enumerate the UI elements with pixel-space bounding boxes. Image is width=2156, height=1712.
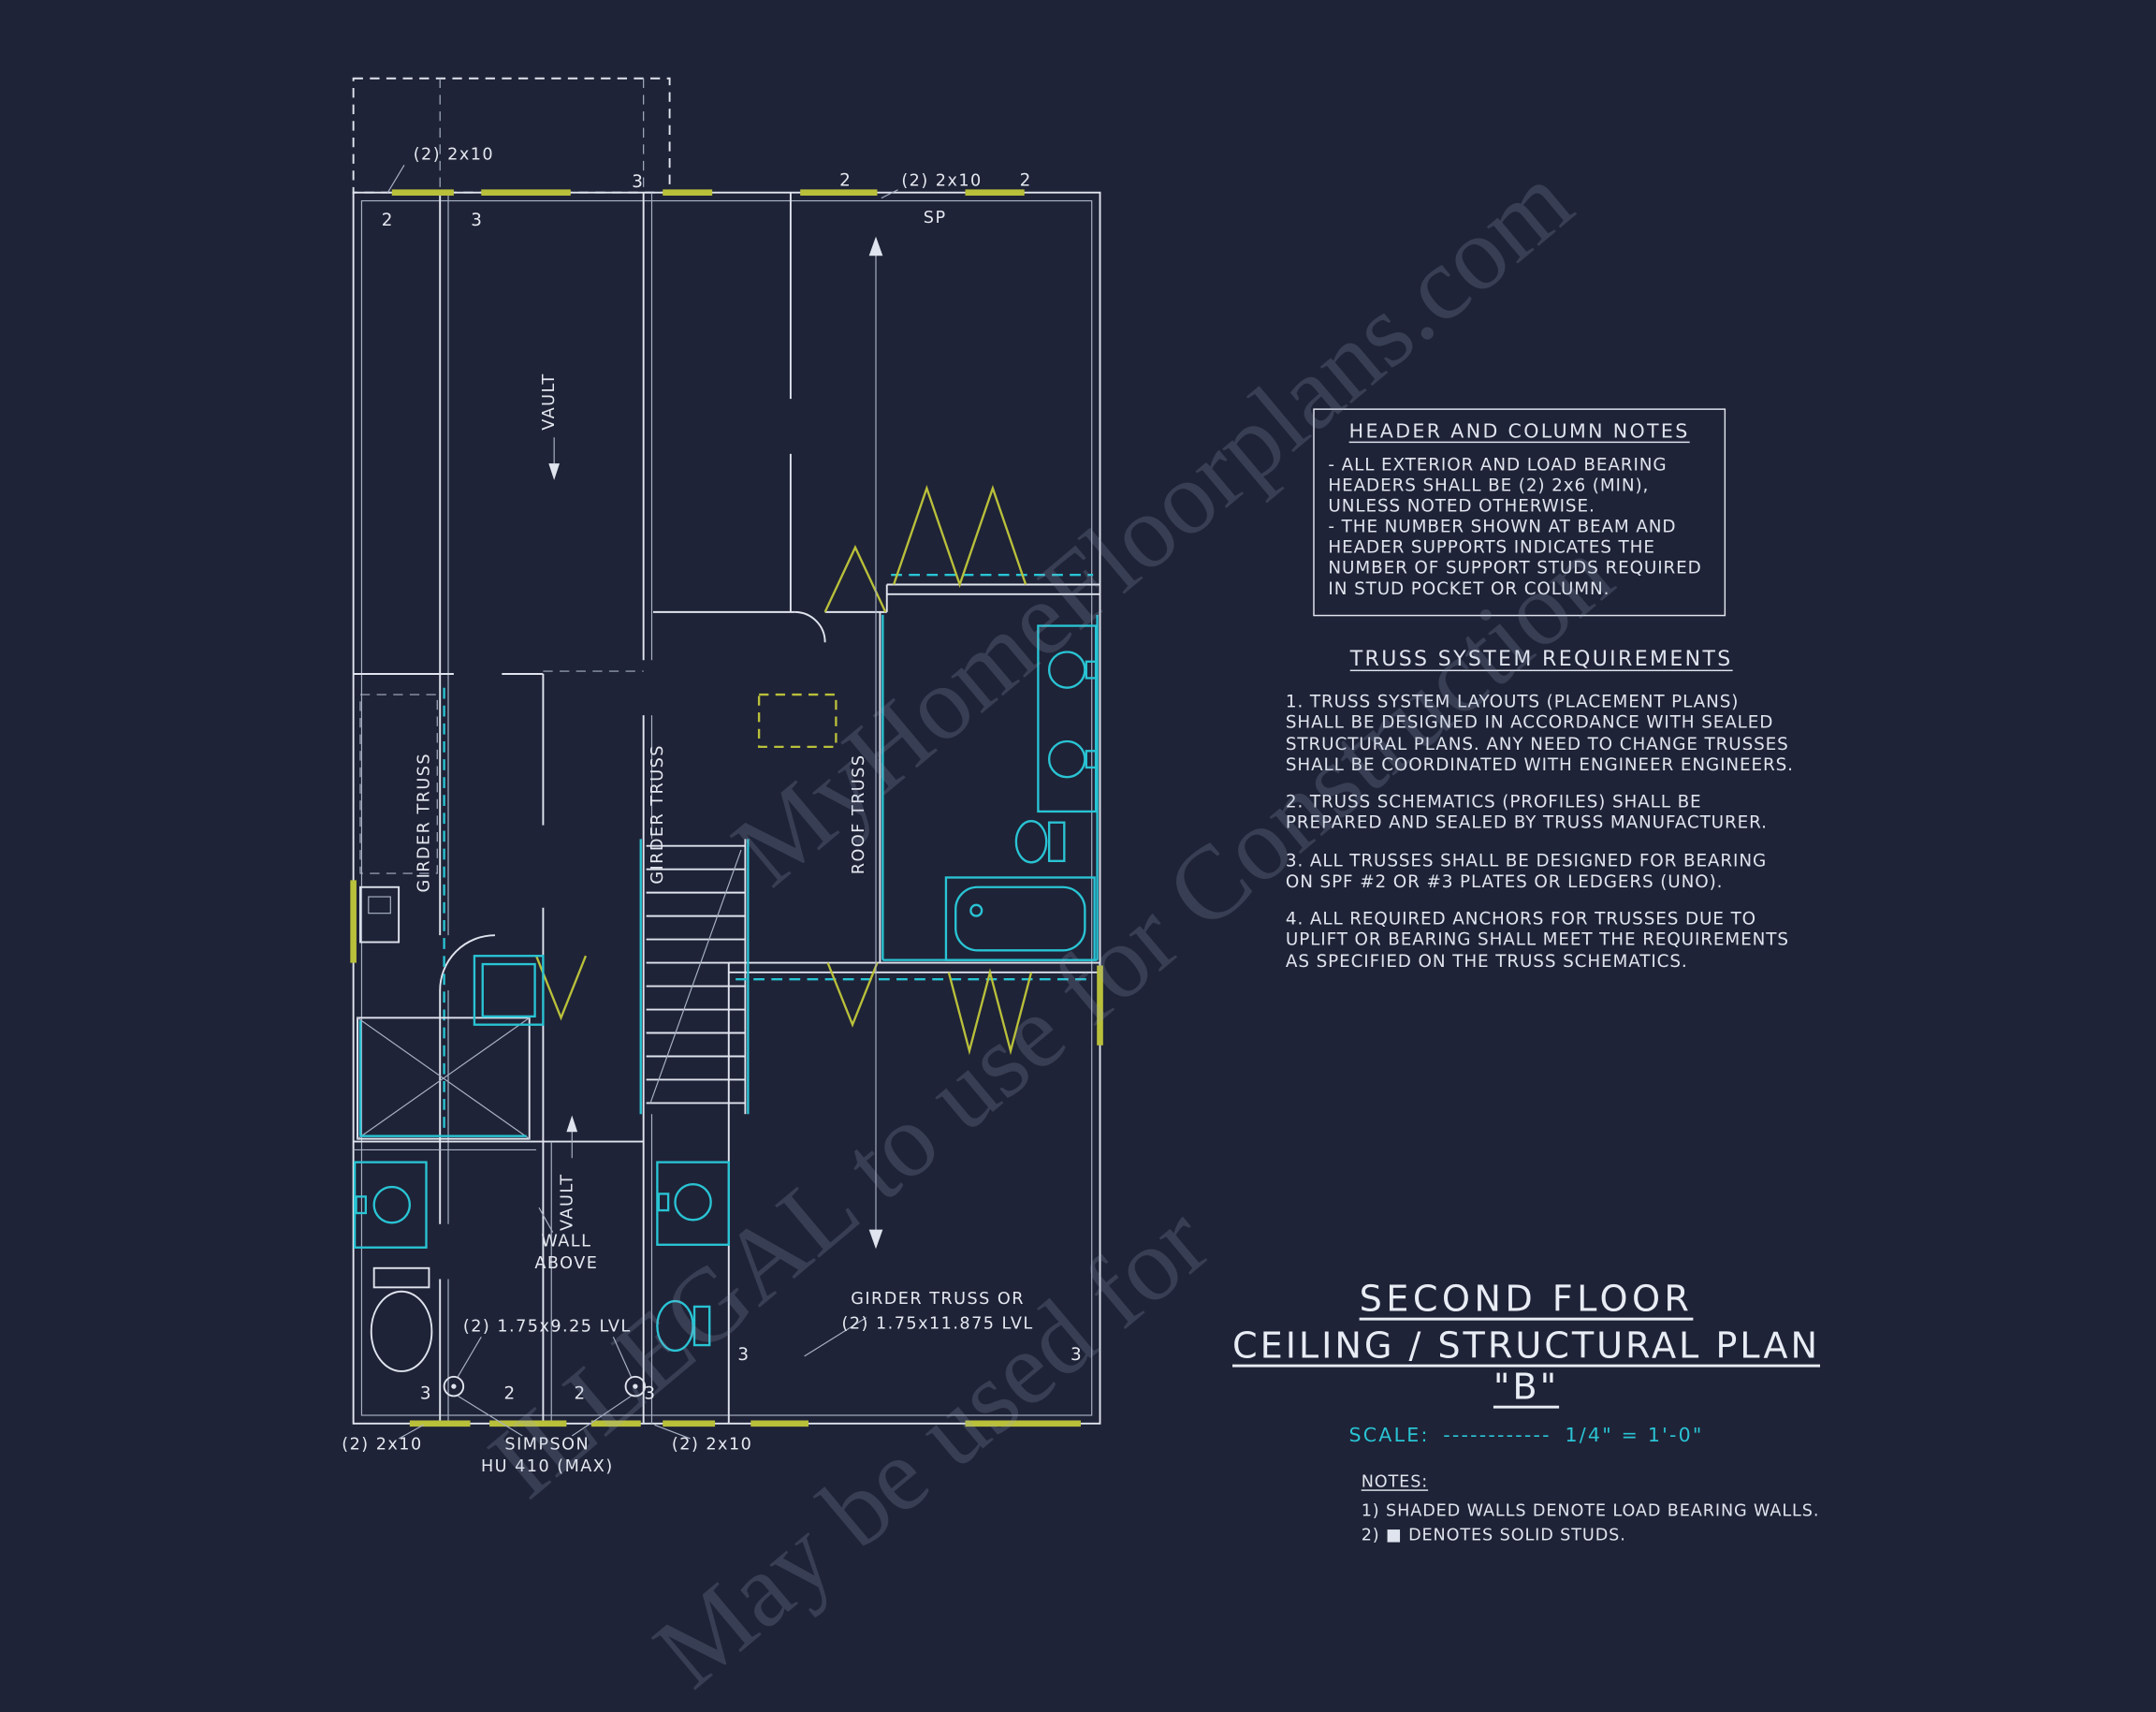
label-wall-above-2: ABOVE bbox=[534, 1254, 598, 1273]
header-notes-body-1: - ALL EXTERIOR AND LOAD BEARING HEADERS … bbox=[1328, 453, 1668, 517]
stud-count-7: 2 bbox=[575, 1383, 587, 1403]
drawing-title-line-2: CEILING / STRUCTURAL PLAN "B" bbox=[1232, 1325, 1821, 1409]
hanger-connections bbox=[443, 1375, 647, 1397]
general-notes: NOTES: 1) SHADED WALLS DENOTE LOAD BEARI… bbox=[1362, 1469, 1820, 1548]
title-block: SECOND FLOOR CEILING / STRUCTURAL PLAN "… bbox=[1196, 1280, 1856, 1447]
roof-valley-lines bbox=[534, 485, 1033, 1056]
truss-requirement-item: 4. ALL REQUIRED ANCHORS FOR TRUSSES DUE … bbox=[1285, 907, 1789, 971]
header-column-notes-box: HEADER AND COLUMN NOTES - ALL EXTERIOR A… bbox=[1313, 408, 1726, 617]
label-girder-truss-left: GIRDER TRUSS bbox=[415, 753, 433, 893]
roof-truss-direction-arrow bbox=[868, 236, 883, 1250]
stud-count-6: 2 bbox=[504, 1383, 517, 1403]
exterior-walls bbox=[352, 191, 1101, 1425]
label-wall-above-1: WALL bbox=[541, 1232, 591, 1251]
label-lvl-beam: (2) 1.75x9.25 LVL bbox=[463, 1317, 632, 1336]
stud-count-5: 3 bbox=[420, 1383, 432, 1403]
label-header-top-left: (2) 2x10 bbox=[414, 145, 494, 164]
stud-count-2: 3 bbox=[632, 172, 644, 192]
roof-outline-dashed bbox=[352, 77, 671, 194]
scale-line: SCALE: ------------ 1/4" = 1'-0" bbox=[1196, 1425, 1856, 1447]
label-vault-lower: VAULT bbox=[558, 1174, 576, 1231]
scale-value: 1/4" = 1'-0" bbox=[1565, 1425, 1704, 1447]
notes-title: NOTES: bbox=[1361, 1471, 1429, 1491]
label-simpson-2: HU 410 (MAX) bbox=[481, 1457, 614, 1476]
scale-label: SCALE: bbox=[1348, 1425, 1430, 1447]
stud-count-8: 3 bbox=[644, 1383, 656, 1403]
plan-labels: (2) 2x10 (2) 2x10 SP 2 3 3 2 2 3 2 2 3 3… bbox=[342, 145, 1083, 1476]
truss-requirement-item: 2. TRUSS SCHEMATICS (PROFILES) SHALL BE … bbox=[1285, 790, 1768, 833]
vault-arrows bbox=[548, 437, 578, 1159]
truss-requirements-section: TRUSS SYSTEM REQUIREMENTS 1. TRUSS SYSTE… bbox=[1286, 647, 1798, 988]
truss-requirement-item: 3. ALL TRUSSES SHALL BE DESIGNED FOR BEA… bbox=[1285, 849, 1768, 891]
header-notes-body-2: - THE NUMBER SHOWN AT BEAM AND HEADER SU… bbox=[1328, 516, 1702, 599]
stud-count-0: 2 bbox=[382, 211, 394, 230]
label-girder-or-2: (2) 1.75x11.875 LVL bbox=[842, 1314, 1034, 1333]
truss-requirements-title: TRUSS SYSTEM REQUIREMENTS bbox=[1349, 646, 1733, 672]
label-roof-truss: ROOF TRUSS bbox=[850, 754, 868, 875]
floor-plan: (2) 2x10 (2) 2x10 SP 2 3 3 2 2 3 2 2 3 3… bbox=[342, 77, 1103, 1476]
leader-lines bbox=[386, 165, 898, 1440]
label-sp: SP bbox=[924, 209, 947, 227]
truss-requirement-item: 1. TRUSS SYSTEM LAYOUTS (PLACEMENT PLANS… bbox=[1285, 690, 1794, 774]
stud-count-3: 2 bbox=[839, 170, 852, 190]
note-item: 1) SHADED WALLS DENOTE LOAD BEARING WALL… bbox=[1361, 1500, 1820, 1520]
header-beams bbox=[350, 189, 1103, 1427]
stud-count-1: 3 bbox=[471, 211, 483, 230]
scale-dashes: ------------ bbox=[1443, 1425, 1551, 1447]
bathroom-fixtures bbox=[353, 624, 1098, 1372]
label-header-top-right: (2) 2x10 bbox=[901, 171, 982, 190]
label-header-bottom-left: (2) 2x10 bbox=[342, 1436, 422, 1455]
interior-walls bbox=[353, 192, 1100, 1424]
blueprint-sheet: MyHomeFloorplans.com ILLEGAL to use for … bbox=[342, 77, 1856, 1710]
label-header-bottom-mid: (2) 2x10 bbox=[672, 1436, 752, 1455]
label-girder-truss-mid: GIRDER TRUSS bbox=[648, 744, 667, 885]
stairs bbox=[646, 844, 746, 1105]
stud-count-10: 3 bbox=[1071, 1345, 1083, 1365]
stud-count-4: 2 bbox=[1020, 170, 1032, 190]
stud-count-9: 3 bbox=[737, 1345, 750, 1365]
header-notes-title: HEADER AND COLUMN NOTES bbox=[1348, 420, 1690, 444]
drawing-title-line-1: SECOND FLOOR bbox=[1359, 1279, 1694, 1321]
label-vault-upper: VAULT bbox=[540, 373, 559, 430]
note-item: 2) ■ DENOTES SOLID STUDS. bbox=[1361, 1525, 1626, 1545]
label-girder-or-1: GIRDER TRUSS OR bbox=[851, 1290, 1025, 1309]
label-simpson-1: SIMPSON bbox=[504, 1436, 590, 1455]
load-bearing-walls bbox=[443, 574, 1099, 1128]
